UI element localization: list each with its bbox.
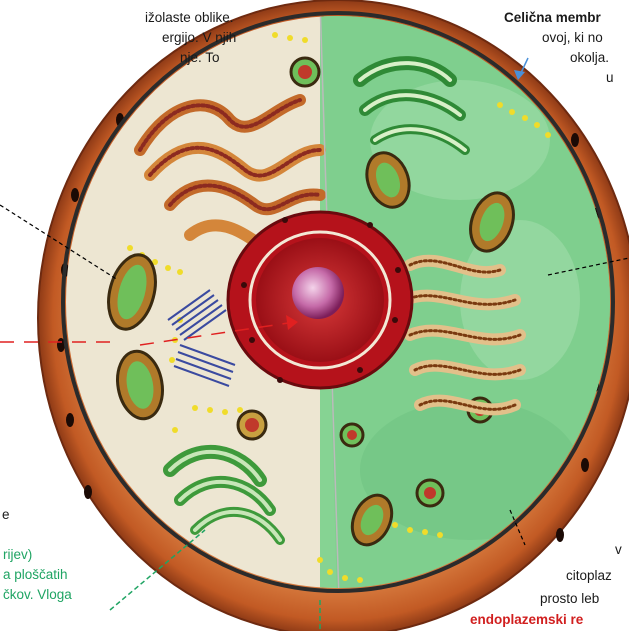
golgi-desc-line3: čkov. Vloga: [3, 585, 72, 604]
nucleolus: [292, 267, 344, 319]
membrane-title: Celična membr: [504, 8, 601, 27]
label-top-left-line1: ižolaste oblike.: [145, 8, 234, 27]
membrane-desc-line3: u: [606, 68, 614, 87]
bottom-right-line3: prosto leb: [540, 589, 599, 608]
er-title: endoplazemski re: [470, 610, 583, 629]
bottom-right-line2: citoplaz: [566, 566, 612, 585]
bottom-right-line1: v: [615, 540, 622, 559]
nucleus: [228, 212, 412, 388]
golgi-desc-line1: rijev): [3, 545, 32, 564]
label-top-left-line3: nje. To: [180, 48, 220, 67]
golgi-desc-line2: a ploščatih: [3, 565, 68, 584]
label-top-left-line2: ergijo. V njih: [162, 28, 236, 47]
label-left-e: e: [2, 505, 10, 524]
membrane-desc-line2: okolja.: [570, 48, 609, 67]
membrane-desc-line1: ovoj, ki no: [542, 28, 603, 47]
